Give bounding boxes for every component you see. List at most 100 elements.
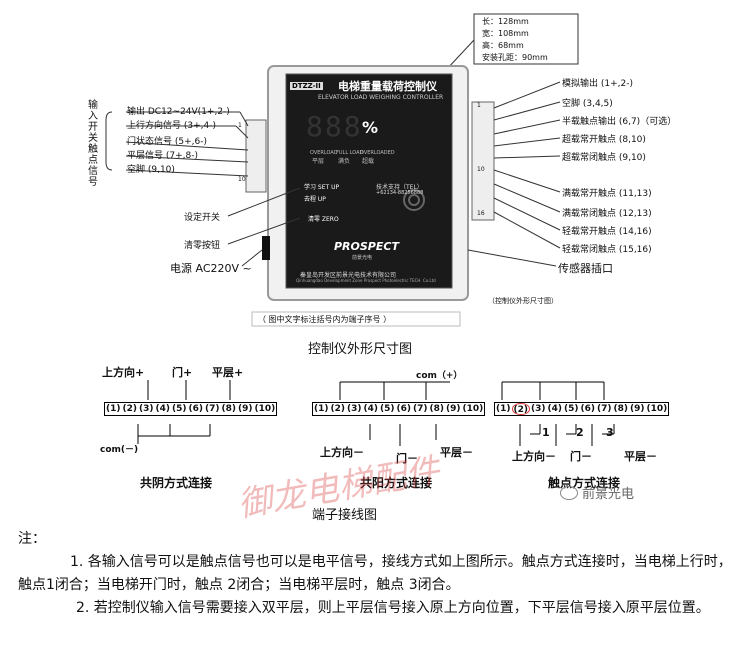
- right-terminal-num: 1: [477, 102, 481, 109]
- terminal: (3): [347, 404, 362, 414]
- terminal: (4): [363, 404, 379, 414]
- left-terminal-num: 10: [238, 176, 246, 183]
- d1-level-plus: 平层+: [212, 366, 244, 379]
- company-cn: 秦皇岛开发区前景光电技术有限公司: [300, 272, 397, 279]
- right-label-half-load: 半载触点输出 (6,7)（可选）: [562, 117, 677, 127]
- right-label-full-nc: 满载常闭触点 (12,13): [562, 209, 652, 219]
- wechat-icon: [560, 485, 578, 500]
- led-cn-1: 平层: [312, 158, 325, 165]
- terminal: (1): [106, 404, 121, 414]
- note-1: 1. 各输入信号可以是触点信号也可以是电平信号，接线方式如上图所示。触点方式连接…: [18, 554, 732, 593]
- set-button[interactable]: 学习 SET UP: [304, 184, 340, 191]
- d2-door-minus: 门－: [396, 452, 418, 465]
- left-label-level: 平层信号 (7+,8-): [127, 151, 198, 161]
- notes-head: 注：: [18, 531, 46, 547]
- d1-com: com(－): [100, 445, 139, 455]
- terminal-strip-2: (1)(2)(3)(4)(5)(6)(7)(8)(9)(10): [312, 402, 486, 416]
- terminal: (5): [380, 404, 395, 414]
- terminal: (3): [139, 404, 154, 414]
- zero-button[interactable]: 清零 ZERO: [308, 216, 339, 223]
- company-en: Qinhuangdao Development Zone Prospect Ph…: [296, 278, 436, 283]
- power-label: 电源 AC220V ~: [170, 262, 252, 275]
- terminal-strip-1: (1)(2)(3)(4)(5)(6)(7)(8)(9)(10): [104, 402, 278, 416]
- terminal: (8): [221, 404, 237, 414]
- wiring-diagram-lines: [137, 380, 615, 446]
- outline-diagram-lines: [105, 13, 579, 327]
- terminal: (5): [564, 404, 579, 414]
- terminal: (2): [330, 404, 346, 414]
- d2-up-minus: 上方向－: [320, 446, 364, 459]
- outline-caption: 控制仪外形尺寸图: [308, 342, 413, 357]
- right-label-analog: 模拟输出 (1+,2-): [562, 79, 633, 89]
- terminal: (8): [613, 404, 629, 414]
- terminal: (6): [396, 404, 412, 414]
- right-label-overload-no: 超载常开触点 (8,10): [562, 135, 646, 145]
- d3-level-minus: 平层－: [624, 450, 657, 463]
- d1-door-plus: 门+: [172, 366, 193, 379]
- percent-unit: %: [362, 118, 379, 137]
- d2-title: 共阳方式连接: [360, 476, 433, 490]
- terminal-strip-3: (1)(2)(3)(4)(5)(6)(7)(8)(9)(10): [494, 402, 670, 416]
- brand-cn: 前景光电: [352, 255, 373, 261]
- note-2: 2. 若控制仪输入信号需要接入双平层，则上平层信号接入原上方向位置，下平层信号接…: [76, 600, 710, 616]
- sensor-socket-label: 传感器插口: [558, 262, 613, 275]
- led-label-3: OVERLOADED: [360, 150, 395, 156]
- d2-com: com（+）: [416, 371, 463, 381]
- led-cn-3: 超载: [362, 158, 375, 165]
- terminal: (9): [238, 404, 253, 414]
- terminal: (7): [413, 404, 428, 414]
- right-label-nc: 空脚 (3,4,5): [562, 99, 613, 109]
- terminal: (1): [314, 404, 329, 414]
- terminal: (10): [646, 404, 668, 414]
- device-title-en: ELEVATOR LOAD WEIGHING CONTROLLER: [318, 94, 444, 101]
- left-terminal-num: 1: [238, 122, 242, 129]
- model-badge: DTZZ-II: [290, 82, 323, 90]
- d3-contact-1: 1: [542, 426, 550, 439]
- right-label-light-no: 轻载常开触点 (14,16): [562, 227, 652, 237]
- terminal: (5): [172, 404, 187, 414]
- tech-support-label: 技术支持（TEL）: [376, 184, 423, 191]
- right-label-full-no: 满载常开触点 (11,13): [562, 189, 652, 199]
- dim-width: 宽：108mm: [482, 29, 529, 38]
- terminal: (2): [511, 403, 530, 415]
- device-title-cn: 电梯重量载荷控制仪: [338, 80, 437, 93]
- right-label-light-nc: 轻载常闭触点 (15,16): [562, 245, 652, 255]
- terminal: (6): [580, 404, 596, 414]
- terminal: (6): [188, 404, 204, 414]
- terminal: (9): [446, 404, 461, 414]
- dim-length: 长：128mm: [482, 17, 529, 26]
- left-label-door: 门状态信号 (5+,6-): [127, 137, 207, 147]
- d1-title: 共阴方式连接: [140, 476, 213, 490]
- d3-up-minus: 上方向－: [512, 450, 556, 463]
- seven-segment-display: 888: [306, 110, 363, 143]
- notes-section: 注： 1. 各输入信号可以是触点信号也可以是电平信号，接线方式如上图所示。触点方…: [18, 528, 738, 620]
- terminal: (10): [254, 404, 276, 414]
- d1-up-plus: 上方向+: [102, 366, 145, 379]
- terminal: (1): [496, 404, 511, 414]
- d2-level-minus: 平层－: [440, 446, 473, 459]
- d3-door-minus: 门－: [570, 450, 592, 463]
- zero-button-label: 清零按钮: [184, 241, 221, 251]
- wiring-caption: 端子接线图: [312, 508, 378, 523]
- left-label-nc: 空脚 (9,10): [127, 165, 175, 175]
- led-cn-2: 满负: [338, 158, 351, 165]
- terminal: (2): [122, 404, 138, 414]
- left-label-up: 上行方向信号 (3+,4-): [127, 121, 216, 131]
- outline-footnote-right: （控制仪外形尺寸图）: [488, 297, 558, 305]
- set-switch-label: 设定开关: [184, 213, 221, 223]
- up-button[interactable]: 去程 UP: [304, 196, 326, 203]
- dim-height: 高：68mm: [482, 41, 524, 50]
- right-terminal-num: 16: [477, 210, 485, 217]
- terminal: (7): [205, 404, 220, 414]
- terminal: (9): [630, 404, 645, 414]
- outline-footnote: （ 图中文字标注括号内为端子序号 ）: [258, 315, 392, 324]
- terminal: (3): [531, 404, 546, 414]
- right-terminal-num: 10: [477, 166, 485, 173]
- input-signal-group-label: 输入开关触点信号: [88, 100, 98, 188]
- wechat-account: 前景光电: [582, 487, 635, 502]
- terminal: (7): [597, 404, 612, 414]
- dim-hole-pitch: 安装孔距：90mm: [482, 53, 548, 62]
- tech-support-tel: +62134-88256888: [376, 190, 424, 196]
- led-label-2: FULL LOAD: [336, 150, 364, 156]
- brand-logo: PROSPECT: [334, 240, 399, 253]
